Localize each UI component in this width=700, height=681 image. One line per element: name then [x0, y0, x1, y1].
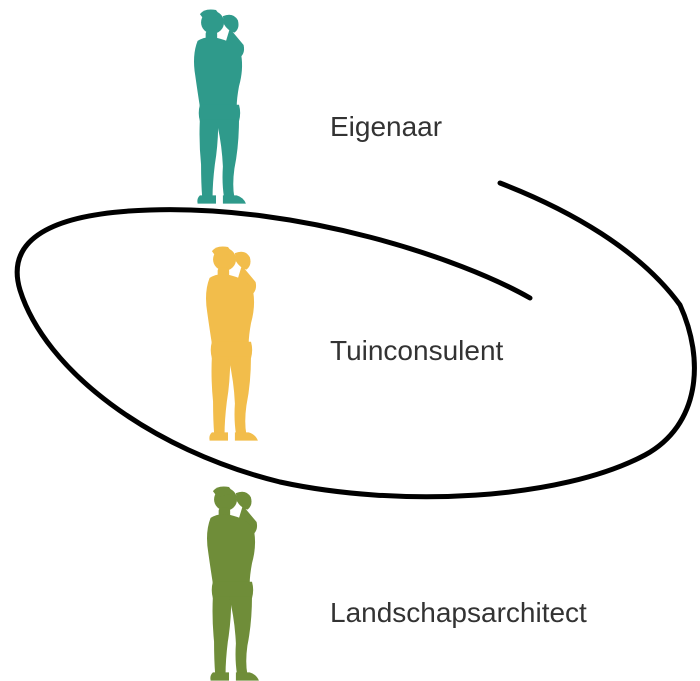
person-silhouette-icon — [206, 246, 258, 441]
person-silhouette-icon — [194, 9, 246, 204]
role-label-tuinconsulent: Tuinconsulent — [330, 335, 504, 366]
role-label-landschapsarchitect: Landschapsarchitect — [330, 597, 587, 628]
role-landschapsarchitect: Landschapsarchitect — [207, 486, 587, 681]
role-label-eigenaar: Eigenaar — [330, 111, 442, 142]
highlight-loop — [14, 180, 697, 500]
role-eigenaar: Eigenaar — [194, 9, 442, 204]
person-silhouette-icon — [207, 486, 259, 681]
role-tuinconsulent: Tuinconsulent — [206, 246, 504, 441]
